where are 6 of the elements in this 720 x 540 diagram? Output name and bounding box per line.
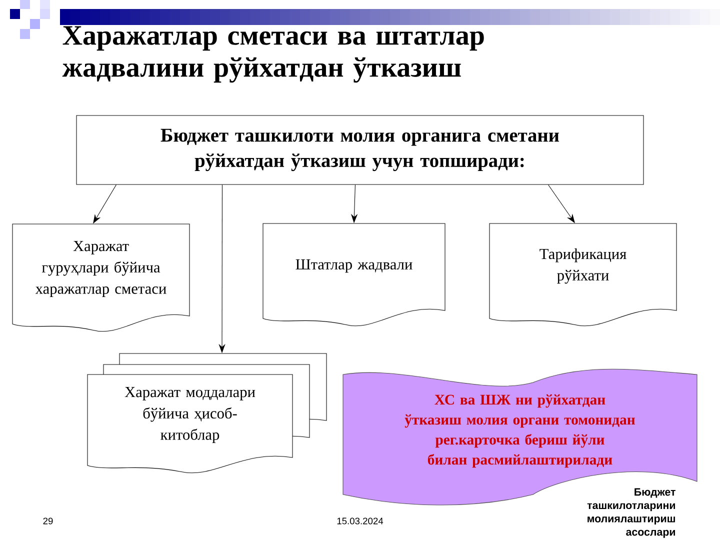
slide-title: Харажатлар сметаси ва штатлар жадвалини рўйхатдан ўтказиш (62, 26, 484, 83)
date-text: 15.03.2024 (337, 518, 384, 524)
footer-text: Бюджет ташкилотларини молиялаштириш асослари (587, 488, 676, 538)
document-stack: Харажат моддалари бўйича ҳисоб-китоблар (87, 353, 327, 474)
page-number: 29 (43, 518, 53, 524)
process-box: Бюджет ташкилоти молия органига сметани рўйхатдан ўтказиш учун топширади: (76, 115, 644, 185)
